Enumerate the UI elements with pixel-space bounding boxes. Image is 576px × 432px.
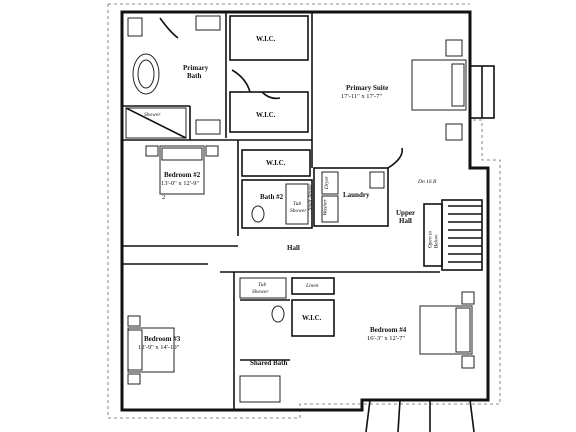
label-primary-suite: Primary Suite bbox=[346, 84, 389, 92]
label-bedroom2: Bedroom #2 bbox=[164, 171, 201, 179]
label-dryer: Dryer bbox=[324, 175, 331, 190]
washer-unit bbox=[321, 195, 339, 223]
label-bath2: Bath #2 bbox=[260, 193, 284, 201]
label-upper-hall-1: Upper bbox=[396, 209, 416, 217]
toilet-bath2 bbox=[251, 205, 265, 223]
label-tub-shared-2: Shower bbox=[252, 289, 269, 295]
label-tub-bath2-1: Tub bbox=[293, 201, 302, 207]
tub-shared bbox=[239, 277, 287, 299]
label-bedroom2-dims: 13'-0" x 12'-9" bbox=[161, 180, 199, 187]
label-wic-bed4: W.I.C. bbox=[302, 314, 322, 322]
label-bed2-mark: 2 bbox=[162, 194, 166, 201]
wic-bed2-closet bbox=[241, 149, 311, 177]
bath2-room bbox=[241, 179, 313, 229]
label-washer: Washer bbox=[322, 199, 329, 216]
tub-bath2 bbox=[285, 183, 309, 225]
label-dn-stair: Dn 16 R bbox=[418, 179, 437, 185]
label-shower-primary: Shower bbox=[144, 112, 161, 118]
label-primary-bath-2: Bath bbox=[187, 72, 202, 80]
dryer-unit bbox=[321, 171, 339, 195]
label-bedroom4-dims: 16'-3" x 12'-7" bbox=[367, 335, 405, 342]
label-hall: Hall bbox=[287, 244, 300, 252]
staircase bbox=[441, 199, 483, 271]
label-wic-top: W.I.C. bbox=[256, 35, 276, 43]
label-tub-bath2-2: Shower bbox=[290, 208, 307, 214]
vanity-primary-bottom bbox=[195, 119, 221, 135]
label-bedroom3-dims: 12'-9" x 14'-10" bbox=[138, 344, 180, 351]
wic-top-closet bbox=[229, 15, 309, 61]
label-shelf-above: Shelf Above bbox=[307, 184, 314, 211]
wic-mid-closet bbox=[229, 91, 309, 133]
nightstand-primary-2 bbox=[445, 123, 463, 141]
label-open-below-2: Below bbox=[433, 234, 440, 249]
label-shared-bath: Shared Bath bbox=[250, 359, 288, 367]
nightstand-primary-1 bbox=[445, 39, 463, 57]
toilet-primary bbox=[127, 17, 143, 37]
exterior-wall bbox=[120, 10, 490, 412]
label-bedroom3: Bedroom #3 bbox=[144, 335, 181, 343]
label-laundry: Laundry bbox=[343, 191, 370, 199]
label-tub-shared-1: Tub bbox=[258, 282, 267, 288]
vanity-primary-top bbox=[195, 15, 221, 31]
linen-closet bbox=[291, 277, 335, 295]
label-upper-hall-2: Hall bbox=[399, 217, 412, 225]
toilet-shared bbox=[271, 305, 285, 323]
laundry-room bbox=[313, 167, 389, 227]
vanity-shared bbox=[239, 375, 281, 403]
wic-bed4-closet bbox=[291, 299, 335, 337]
label-bedroom4: Bedroom #4 bbox=[370, 326, 407, 334]
label-wic-bed2: W.I.C. bbox=[266, 159, 286, 167]
label-wic-mid: W.I.C. bbox=[256, 111, 276, 119]
label-primary-bath-1: Primary bbox=[183, 64, 209, 72]
label-linen: Linen bbox=[306, 283, 319, 289]
label-primary-suite-dims: 17'-11" x 17'-7" bbox=[341, 93, 382, 100]
